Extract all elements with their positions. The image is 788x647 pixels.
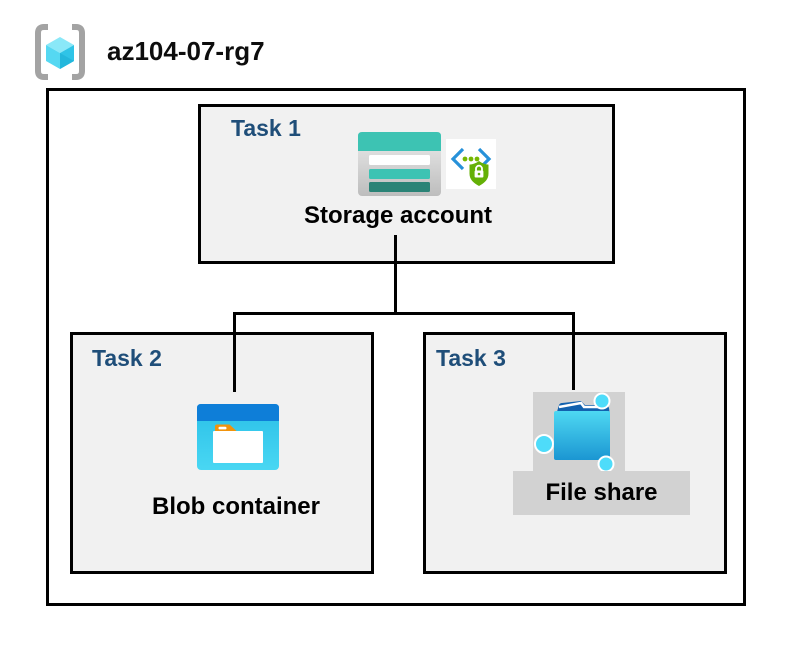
task3-box: Task 3 File share (423, 332, 727, 574)
resource-group-icon (35, 24, 85, 80)
task1-box: Task 1 Storage account (198, 104, 615, 264)
connector-storage-stem (394, 235, 397, 315)
file-share-icon (534, 392, 615, 473)
file-share-icon-backdrop (533, 392, 625, 473)
resource-group-title: az104-07-rg7 (107, 36, 265, 66)
storage-account-icon (358, 132, 441, 196)
blob-container-label: Blob container (151, 493, 320, 520)
connector-drop-file-share (572, 312, 575, 390)
shared-access-signature-icon (446, 139, 496, 189)
task2-box: Task 2 Blob container (70, 332, 374, 574)
task2-label: Task 2 (92, 345, 162, 371)
connector-horizontal-bar (233, 312, 575, 315)
blob-container-icon (197, 404, 279, 470)
connector-drop-blob-container (233, 312, 236, 392)
file-share-label: File share (545, 479, 658, 506)
file-share-label-background: File share (513, 471, 690, 515)
task3-label: Task 3 (436, 345, 506, 371)
task1-label: Task 1 (231, 115, 301, 141)
storage-account-label: Storage account (303, 202, 493, 229)
